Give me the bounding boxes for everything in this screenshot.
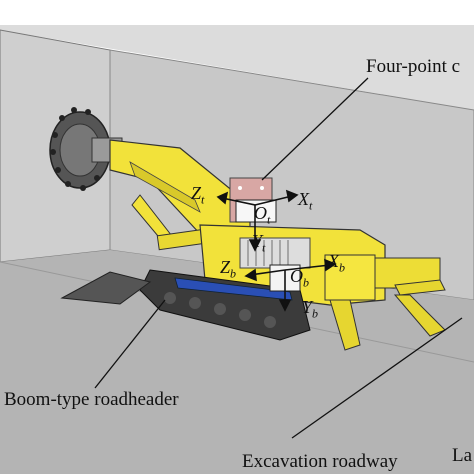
roadway-label: Excavation roadway (242, 451, 398, 472)
axis-yb-label: Yb (302, 297, 319, 321)
tunnel-back-wall (0, 25, 474, 110)
rear-stabilizers (329, 279, 446, 351)
leader-roadheader (94, 299, 166, 389)
axis-zt-label: Zt (191, 183, 205, 207)
axis-ob-label: Ob (290, 266, 309, 290)
leader-four-point (261, 77, 369, 181)
leader-roadway (291, 317, 463, 439)
frame-box-top (235, 199, 277, 223)
body-frame-axes (244, 258, 337, 312)
axis-ot-label: Ot (254, 203, 271, 227)
cutter-head (49, 107, 123, 191)
axis-xt-label: Xt (298, 189, 313, 213)
roadheader-label: Boom-type roadheader (4, 389, 179, 410)
loading-shovel (60, 271, 152, 305)
boom-arm (109, 139, 251, 251)
axis-yt-label: Yt (252, 231, 266, 255)
la-label: La (452, 445, 473, 466)
four-point-label: Four-point c (366, 56, 461, 77)
axis-xb-label: Xb (328, 251, 345, 275)
crawler-track (139, 269, 311, 341)
top-frame-axes (216, 189, 299, 252)
axis-zb-label: Zb (220, 257, 237, 281)
tunnel-floor (0, 250, 474, 474)
